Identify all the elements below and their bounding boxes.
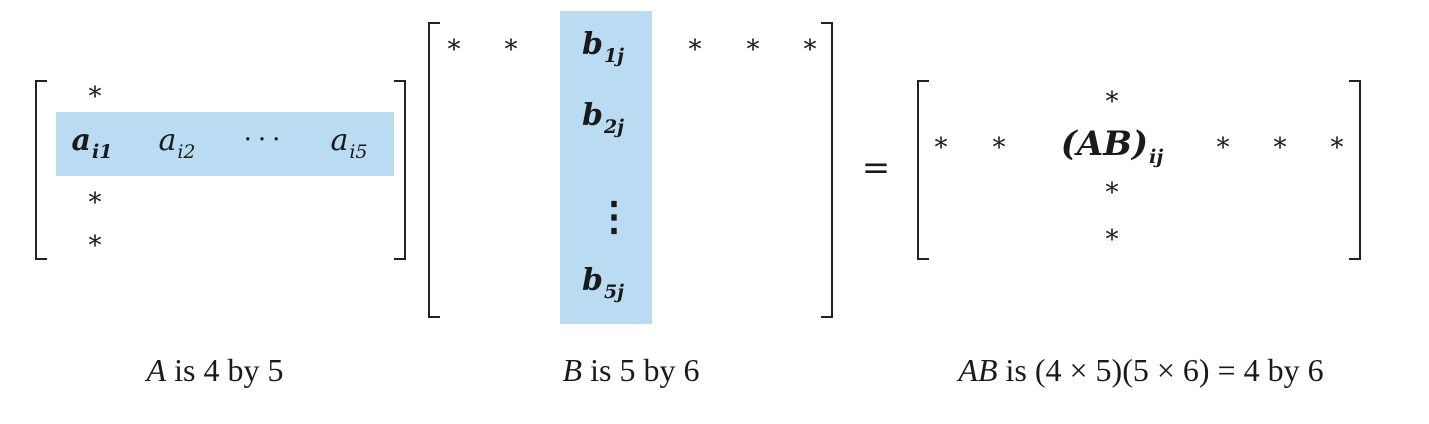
- matrix-b-star: *: [803, 35, 817, 65]
- matrix-ab-star: *: [934, 133, 948, 163]
- matrix-b-vertical-ellipsis: ⋮: [594, 193, 634, 240]
- matrix-b-entry-b1j: b1j: [581, 27, 625, 67]
- matrix-ab-star: *: [1105, 178, 1119, 208]
- matrix-b-entry-b2j: b2j: [581, 98, 625, 138]
- matrix-b-entry-b5j: b5j: [581, 263, 625, 303]
- matrix-a-row-highlight: [56, 112, 394, 176]
- matrix-b-star: *: [746, 35, 760, 65]
- matrix-ab-entry-abij: (AB)ij: [1060, 124, 1164, 168]
- matrix-b-star: *: [688, 35, 702, 65]
- matrix-b-right-bracket: [821, 22, 833, 318]
- matrix-ab-left-bracket: [917, 80, 929, 260]
- matrix-a-star: *: [88, 231, 102, 261]
- matrix-ab-star: *: [1216, 133, 1230, 163]
- matrix-ab-star: *: [1330, 133, 1344, 163]
- matrix-a-entry-ai1: ai1: [71, 123, 113, 163]
- matrix-b-left-bracket: [428, 22, 440, 318]
- matrix-ab-star: *: [992, 133, 1006, 163]
- matrix-ab-star: *: [1273, 133, 1287, 163]
- caption-ab: AB is (4 × 5)(5 × 6) = 4 by 6: [958, 352, 1324, 388]
- matrix-a-left-bracket: [35, 80, 47, 260]
- matrix-ab-star: *: [1105, 87, 1119, 117]
- matrix-a-entry-ai2: ai2: [158, 123, 196, 163]
- equals-sign: =: [861, 148, 891, 188]
- matrix-a-entry-ai5: ai5: [330, 123, 368, 163]
- matrix-b-star: *: [447, 35, 461, 65]
- matrix-b-column-highlight: [560, 11, 652, 324]
- matrix-a-star: *: [88, 188, 102, 218]
- matrix-b-star: *: [504, 35, 518, 65]
- caption-b: B is 5 by 6: [562, 352, 700, 388]
- matrix-ab-right-bracket: [1349, 80, 1361, 260]
- matrix-a-star: *: [88, 82, 102, 112]
- matrix-ab-star: *: [1105, 225, 1119, 255]
- matrix-a-right-bracket: [394, 80, 406, 260]
- matrix-a-ellipsis: ···: [243, 125, 287, 155]
- caption-a: A is 4 by 5: [146, 352, 284, 388]
